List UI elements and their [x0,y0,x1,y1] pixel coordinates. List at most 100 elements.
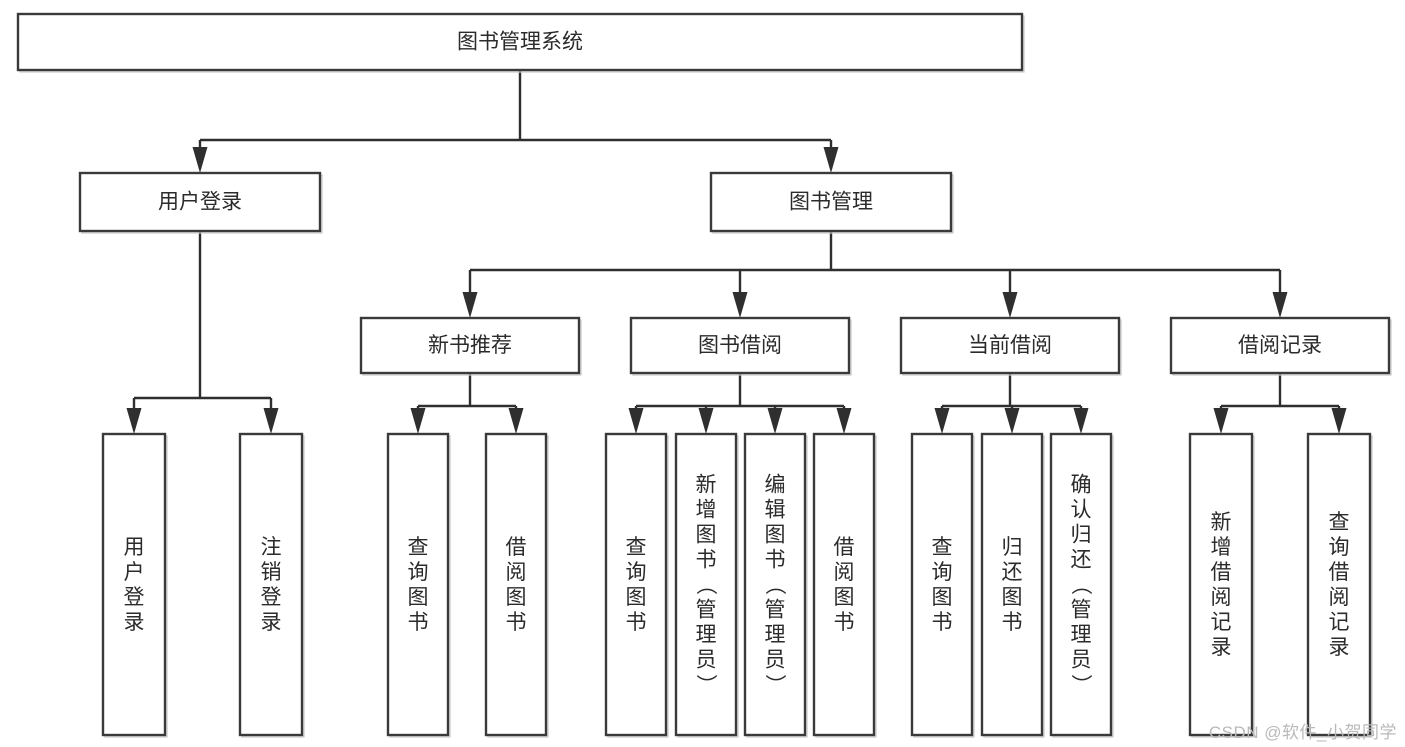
svg-text:归: 归 [1002,536,1023,559]
svg-text:新: 新 [1211,511,1232,534]
svg-text:新: 新 [696,474,717,497]
svg-text:）: ） [763,674,786,695]
svg-text:录: 录 [1329,636,1350,659]
node-box[interactable] [812,432,876,737]
connector-edge-userlogin-to-leaves [126,231,279,434]
svg-text:登: 登 [124,586,145,609]
svg-text:确: 确 [1071,474,1092,497]
node-root[interactable]: 图书管理系统 [16,12,1025,73]
connector-edge-recommend-to-leaves [410,373,524,434]
node-box[interactable] [743,432,807,737]
svg-text:图: 图 [932,586,953,609]
svg-text:查: 查 [408,536,429,559]
svg-text:借: 借 [506,536,527,559]
connector-edge-current-to-leaves [934,373,1089,434]
svg-text:记: 记 [1211,611,1232,634]
node-box[interactable] [1306,432,1372,737]
svg-text:询: 询 [932,561,953,584]
node-box[interactable] [1188,432,1254,737]
svg-text:辑: 辑 [765,499,786,522]
node-box[interactable] [1049,432,1113,737]
svg-text:查: 查 [626,536,647,559]
svg-text:阅: 阅 [1211,586,1232,609]
node-box[interactable] [910,432,974,737]
node-borrow-record[interactable]: 借阅记录 [1169,316,1392,376]
node-label: 图书借阅 [698,334,782,357]
svg-text:阅: 阅 [1329,586,1350,609]
svg-text:询: 询 [626,561,647,584]
svg-text:）: ） [694,674,717,695]
svg-text:员: 员 [696,649,717,672]
svg-text:书: 书 [506,611,527,634]
node-label: 新书推荐 [428,334,512,357]
node-box[interactable] [101,432,167,737]
node-book-manage[interactable]: 图书管理 [709,171,954,234]
connector-edge-bookmanage-to-level2 [462,231,1288,318]
node-box[interactable] [629,316,851,375]
svg-text:录: 录 [124,611,145,634]
svg-text:图: 图 [506,586,527,609]
svg-text:借: 借 [834,536,855,559]
node-book-borrow[interactable]: 图书借阅 [629,316,852,376]
node-box[interactable] [484,432,548,737]
svg-text:编: 编 [765,474,786,497]
node-box[interactable] [238,432,304,737]
svg-text:（: （ [763,574,786,595]
connector-edge-root-to-level1 [192,70,839,173]
svg-text:管: 管 [696,599,717,622]
svg-text:管: 管 [1071,599,1092,622]
svg-text:询: 询 [1329,536,1350,559]
node-label: 借阅记录 [1238,334,1322,357]
node-new-book-recommend[interactable]: 新书推荐 [359,316,582,376]
svg-text:书: 书 [626,611,647,634]
svg-text:）: ） [1069,674,1092,695]
node-box[interactable] [604,432,668,737]
watermark-label: CSDN @软件_小贺同学 [1208,723,1397,742]
connector-edge-record-to-leaves [1213,373,1347,434]
svg-text:增: 增 [696,499,717,522]
svg-text:归: 归 [1071,524,1092,547]
node-box[interactable] [980,432,1044,737]
svg-text:理: 理 [765,624,786,647]
node-box[interactable] [386,432,450,737]
node-box[interactable] [899,316,1121,375]
svg-text:注: 注 [261,536,282,559]
svg-text:图: 图 [626,586,647,609]
svg-text:理: 理 [1071,624,1092,647]
node-box[interactable] [16,12,1024,72]
node-box[interactable] [709,171,953,233]
svg-text:还: 还 [1071,549,1092,572]
svg-text:询: 询 [408,561,429,584]
node-current-borrow[interactable]: 当前借阅 [899,316,1122,376]
node-box[interactable] [1169,316,1391,375]
svg-text:查: 查 [932,536,953,559]
node-user-login[interactable]: 用户登录 [78,171,323,234]
svg-text:书: 书 [834,611,855,634]
svg-text:录: 录 [261,611,282,634]
svg-text:（: （ [694,574,717,595]
node-box[interactable] [359,316,581,375]
node-leaf-user-login[interactable]: 用户登录 [101,432,168,738]
node-box[interactable] [78,171,322,233]
svg-text:借: 借 [1211,561,1232,584]
edges-layer [126,70,1347,434]
node-box[interactable] [674,432,738,737]
